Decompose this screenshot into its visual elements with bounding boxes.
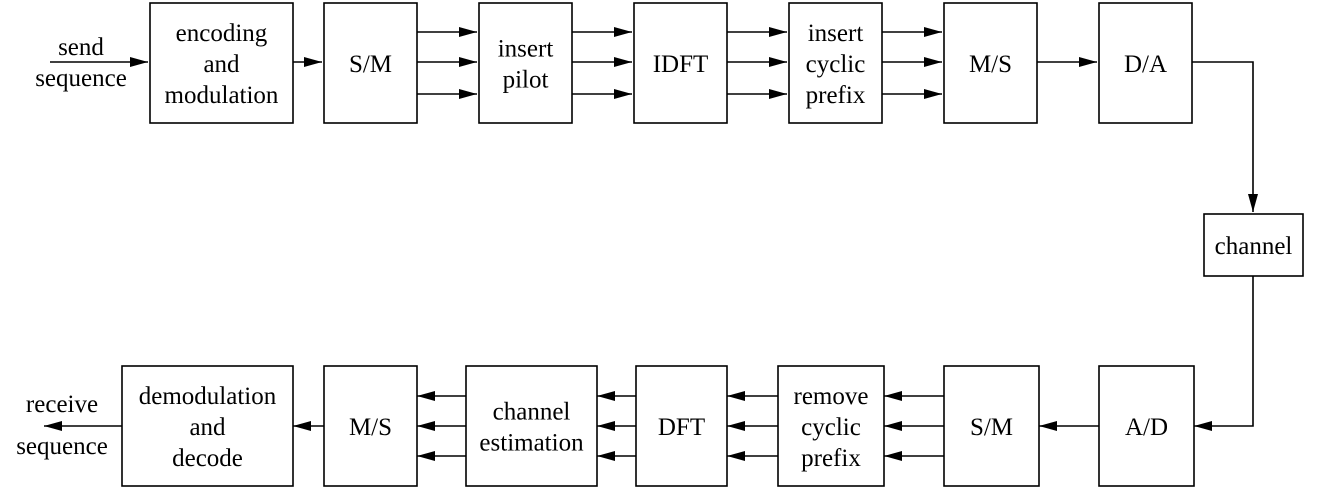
block-label: IDFT (653, 51, 709, 78)
block-label: channel (1215, 233, 1293, 260)
send-sequence-label: send sequence (35, 34, 127, 92)
block-encoding-modulation: encoding and modulation (149, 2, 294, 124)
block-frame (1203, 213, 1304, 277)
block-frame (943, 365, 1040, 487)
block-channel-estimation: channel estimation (465, 365, 598, 487)
block-parallel-to-serial-tx: M/S (943, 2, 1038, 124)
block-frame (633, 2, 728, 124)
block-label: and (189, 414, 226, 441)
block-label: and (203, 51, 240, 78)
send-sequence-text: send (58, 34, 104, 61)
block-label: insert (808, 20, 864, 47)
block-remove-cyclic-prefix: remove cyclic prefix (777, 365, 885, 487)
receive-sequence-text: sequence (16, 433, 108, 460)
block-parallel-to-serial-rx: M/S (323, 365, 418, 487)
block-label: cyclic (801, 414, 861, 441)
block-label: prefix (801, 445, 861, 472)
block-label: DFT (658, 414, 705, 441)
block-frame (1098, 365, 1195, 487)
block-idft: IDFT (633, 2, 728, 124)
block-label: S/M (349, 51, 392, 78)
connection-arrows (44, 27, 1258, 461)
block-insert-cyclic-prefix: insert cyclic prefix (788, 2, 883, 124)
block-frame (149, 2, 294, 124)
block-frame (635, 365, 728, 487)
block-label: A/D (1125, 414, 1168, 441)
block-label: M/S (349, 414, 392, 441)
arrow-channel-to-ad (1194, 276, 1254, 431)
block-label: cyclic (806, 51, 866, 78)
block-demodulation-decode: demodulation and decode (121, 365, 294, 487)
block-frame (1098, 2, 1193, 124)
block-channel: channel (1203, 213, 1304, 277)
block-label: remove (794, 383, 869, 410)
block-label: demodulation (139, 383, 277, 410)
block-label: channel (493, 399, 571, 426)
send-sequence-text: sequence (35, 65, 127, 92)
block-serial-to-parallel-tx: S/M (323, 2, 418, 124)
block-label: insert (498, 36, 554, 63)
block-frame (777, 365, 885, 487)
block-label: S/M (970, 414, 1013, 441)
block-label: modulation (165, 82, 279, 109)
block-label: pilot (503, 67, 549, 94)
block-serial-to-parallel-rx: S/M (943, 365, 1040, 487)
block-frame (478, 2, 573, 124)
block-frame (943, 2, 1038, 124)
block-analog-to-digital: A/D (1098, 365, 1195, 487)
block-frame (121, 365, 294, 487)
receive-sequence-text: receive (26, 391, 98, 418)
block-label: estimation (479, 430, 584, 457)
block-insert-pilot: insert pilot (478, 2, 573, 124)
arrow-da-to-channel (1192, 61, 1258, 212)
block-label: prefix (806, 82, 866, 109)
block-label: D/A (1124, 51, 1167, 78)
block-frame (323, 2, 418, 124)
block-dft: DFT (635, 365, 728, 487)
block-digital-to-analog: D/A (1098, 2, 1193, 124)
block-label: decode (172, 445, 243, 472)
block-frame (323, 365, 418, 487)
block-frame (465, 365, 598, 487)
receive-sequence-label: receive sequence (16, 391, 108, 460)
block-label: M/S (969, 51, 1012, 78)
block-label: encoding (176, 20, 268, 47)
block-frame (788, 2, 883, 124)
